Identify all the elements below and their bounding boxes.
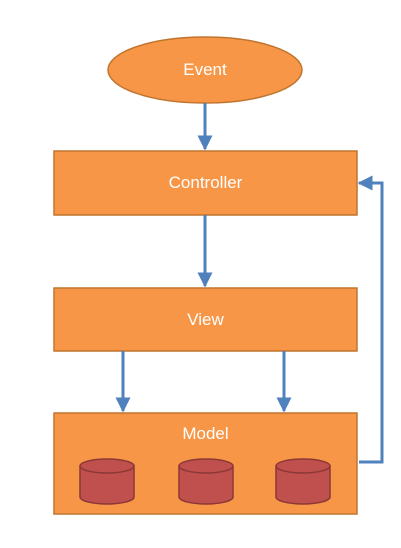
- database-icon: [178, 458, 234, 505]
- database-icon: [79, 458, 135, 505]
- database-icon: [275, 458, 331, 505]
- view-node: [53, 287, 358, 352]
- arrow-model-to-controller: [357, 175, 384, 464]
- view-label: View: [187, 310, 224, 329]
- event-label: Event: [183, 60, 227, 79]
- controller-label: Controller: [168, 173, 243, 192]
- controller-node: [53, 150, 358, 216]
- model-label: Model: [182, 424, 229, 443]
